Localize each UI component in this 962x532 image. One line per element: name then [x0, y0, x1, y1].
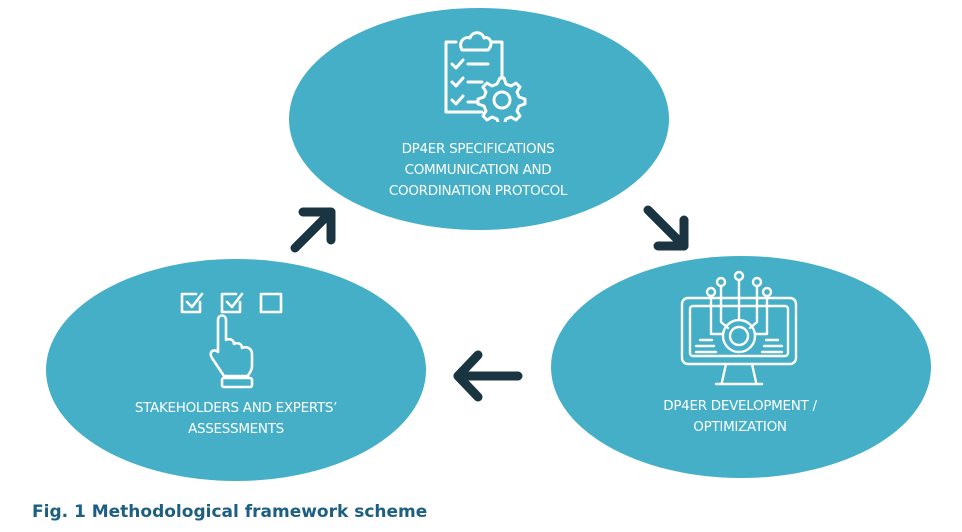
- node-development: [551, 256, 931, 478]
- figure-caption: Fig. 1 Methodological framework scheme: [32, 502, 428, 522]
- node-assessments: [46, 259, 426, 481]
- hand-pointer-checkboxes-icon: [180, 292, 283, 389]
- node-assessments-label: STAKEHOLDERS AND EXPERTS’ ASSESSMENTS: [134, 398, 338, 440]
- arrow-left-icon: [453, 350, 523, 402]
- node-specifications-label: DP4ER SPECIFICATIONS COMMUNICATION AND C…: [388, 139, 568, 202]
- label-line: STAKEHOLDERS AND EXPERTS’: [134, 400, 338, 416]
- label-line: COMMUNICATION AND: [404, 162, 552, 178]
- arrow-down-right-icon: [643, 205, 689, 251]
- label-line: DP4ER SPECIFICATIONS: [401, 141, 555, 157]
- label-line: DP4ER DEVELOPMENT /: [663, 398, 817, 414]
- node-specifications: [289, 8, 669, 230]
- label-line: ASSESSMENTS: [188, 421, 284, 437]
- monitor-gear-circuit-icon: [680, 270, 798, 386]
- clipboard-checklist-gear-icon: [444, 31, 527, 122]
- label-line: OPTIMIZATION: [693, 419, 787, 435]
- arrow-up-right-icon: [290, 207, 336, 253]
- node-development-label: DP4ER DEVELOPMENT / OPTIMIZATION: [663, 396, 817, 438]
- label-line: COORDINATION PROTOCOL: [388, 183, 568, 199]
